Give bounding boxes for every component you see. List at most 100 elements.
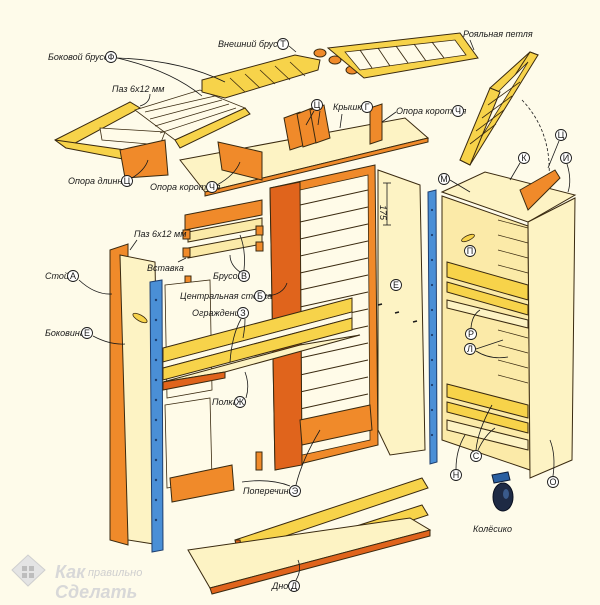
- lid-frame-right-curved: [326, 32, 479, 79]
- svg-text:А: А: [70, 271, 76, 281]
- caster-wheel: [491, 471, 514, 512]
- svg-text:Э: Э: [292, 486, 299, 496]
- svg-text:правильно: правильно: [88, 567, 142, 579]
- side-hinged-door: [459, 51, 539, 166]
- svg-text:Опора длинная: Опора длинная: [68, 176, 132, 186]
- label-piano-hinge: Рояльная петля: [463, 29, 533, 51]
- svg-text:Е: Е: [84, 328, 90, 338]
- svg-text:Поперечина: Поперечина: [243, 486, 294, 496]
- svg-text:Т: Т: [280, 39, 286, 49]
- svg-text:Ч: Ч: [209, 182, 215, 192]
- insert-bars: [182, 199, 264, 285]
- label-groove-top: Паз 6х12 мм: [112, 84, 164, 107]
- svg-text:Брусок: Брусок: [213, 271, 243, 281]
- svg-text:Р: Р: [468, 329, 474, 339]
- svg-text:Паз 6х12 мм: Паз 6х12 мм: [134, 229, 186, 239]
- label-n: Н: [450, 434, 466, 481]
- label-crossbar: Поперечина Э: [241, 429, 321, 497]
- svg-text:П: П: [467, 246, 473, 256]
- svg-text:И: И: [563, 153, 569, 163]
- svg-text:Боковой брусок: Боковой брусок: [48, 52, 114, 62]
- svg-text:Ц: Ц: [124, 176, 131, 186]
- watermark: Как правильно Сделать: [11, 554, 142, 602]
- lid-frame-left-curved: [54, 101, 166, 161]
- label-side-panel-right: Е: [390, 279, 402, 291]
- svg-text:Опора короткая: Опора короткая: [150, 182, 220, 192]
- svg-text:Ц: Ц: [558, 130, 565, 140]
- label-o: О: [547, 439, 559, 488]
- svg-text:Рояльная петля: Рояльная петля: [463, 29, 533, 39]
- label-bar: Брусок В: [213, 234, 250, 282]
- label-support-long: Опора длинная Ц: [68, 159, 149, 187]
- svg-text:Л: Л: [467, 344, 473, 354]
- label-post: Стойка А: [45, 270, 113, 295]
- svg-text:С: С: [473, 451, 480, 461]
- right-cabinet-unit: [440, 169, 577, 479]
- label-ts-right: Ц: [547, 129, 567, 169]
- svg-text:175: 175: [378, 205, 388, 221]
- svg-text:Сделать: Сделать: [55, 582, 137, 602]
- svg-text:Опора короткая: Опора короткая: [396, 106, 466, 116]
- svg-text:В: В: [241, 271, 247, 281]
- svg-text:Д: Д: [291, 581, 297, 591]
- label-lid: Ц Крышка Г: [305, 99, 373, 129]
- svg-text:Боковина: Боковина: [45, 328, 85, 338]
- bottom-board: [187, 517, 432, 595]
- label-side-panel: Боковина Е: [45, 327, 126, 345]
- house-logo-icon: [11, 554, 46, 587]
- hinge-knuckles: [313, 48, 359, 75]
- lid-frame-middle-slats: [134, 89, 251, 149]
- svg-text:Е: Е: [393, 280, 399, 290]
- label-r: Р: [465, 309, 481, 340]
- svg-text:Вставка: Вставка: [147, 263, 184, 273]
- label-side-bar: Боковой брусок Ф: [48, 51, 226, 97]
- svg-text:Н: Н: [453, 470, 460, 480]
- label-m: М: [438, 173, 471, 193]
- support-long: [119, 139, 169, 179]
- svg-text:Стойка: Стойка: [45, 271, 78, 281]
- lid-supports: [217, 103, 383, 181]
- svg-text:К: К: [521, 153, 527, 163]
- label-s: С: [470, 404, 496, 462]
- svg-text:М: М: [440, 174, 448, 184]
- svg-text:Колёсико: Колёсико: [473, 524, 512, 534]
- svg-text:Б: Б: [257, 291, 263, 301]
- label-center-post: Центральная стойка Б: [180, 282, 288, 302]
- svg-text:Центральная стойка: Центральная стойка: [180, 291, 272, 301]
- guard-rails: [162, 297, 353, 381]
- label-k: К: [509, 152, 530, 181]
- label-i: И: [560, 152, 572, 193]
- svg-text:Ограждение: Ограждение: [192, 308, 245, 318]
- label-dimension-175: 175: [378, 205, 388, 221]
- label-outer-bar: Внешний брусок Т: [218, 38, 297, 53]
- label-groove-side: Паз 6х12 мм: [129, 229, 186, 251]
- svg-text:Как: Как: [55, 562, 86, 582]
- label-caster: Колёсико: [473, 524, 512, 534]
- shelf: [162, 334, 361, 391]
- svg-text:Г: Г: [365, 102, 370, 112]
- svg-text:Полка: Полка: [212, 397, 238, 407]
- label-l: Л: [464, 339, 509, 359]
- right-side-panel: [377, 169, 438, 465]
- svg-text:Ц: Ц: [314, 100, 321, 110]
- label-guard: Ограждение З: [192, 307, 249, 363]
- svg-text:Ч: Ч: [455, 106, 461, 116]
- svg-text:Ф: Ф: [108, 52, 115, 62]
- lid-frame-top-curved: [201, 54, 321, 99]
- svg-text:О: О: [549, 477, 556, 487]
- hinge-swing-path: [521, 99, 550, 206]
- label-support-short-left: Опора короткая Ч: [150, 161, 241, 193]
- svg-text:Паз 6х12 мм: Паз 6х12 мм: [112, 84, 164, 94]
- label-insert: Вставка: [147, 257, 187, 273]
- svg-text:Внешний брусок: Внешний брусок: [218, 39, 288, 49]
- label-support-short-right: Опора короткая Ч: [381, 105, 466, 123]
- label-bottom: Дно Д: [271, 559, 300, 592]
- crossbar: [169, 451, 263, 503]
- svg-text:Ж: Ж: [236, 397, 245, 407]
- label-shelf: Полка Ж: [212, 371, 249, 408]
- svg-text:Дно: Дно: [271, 581, 288, 591]
- label-p: П: [464, 245, 476, 257]
- svg-text:Крышка: Крышка: [333, 102, 367, 112]
